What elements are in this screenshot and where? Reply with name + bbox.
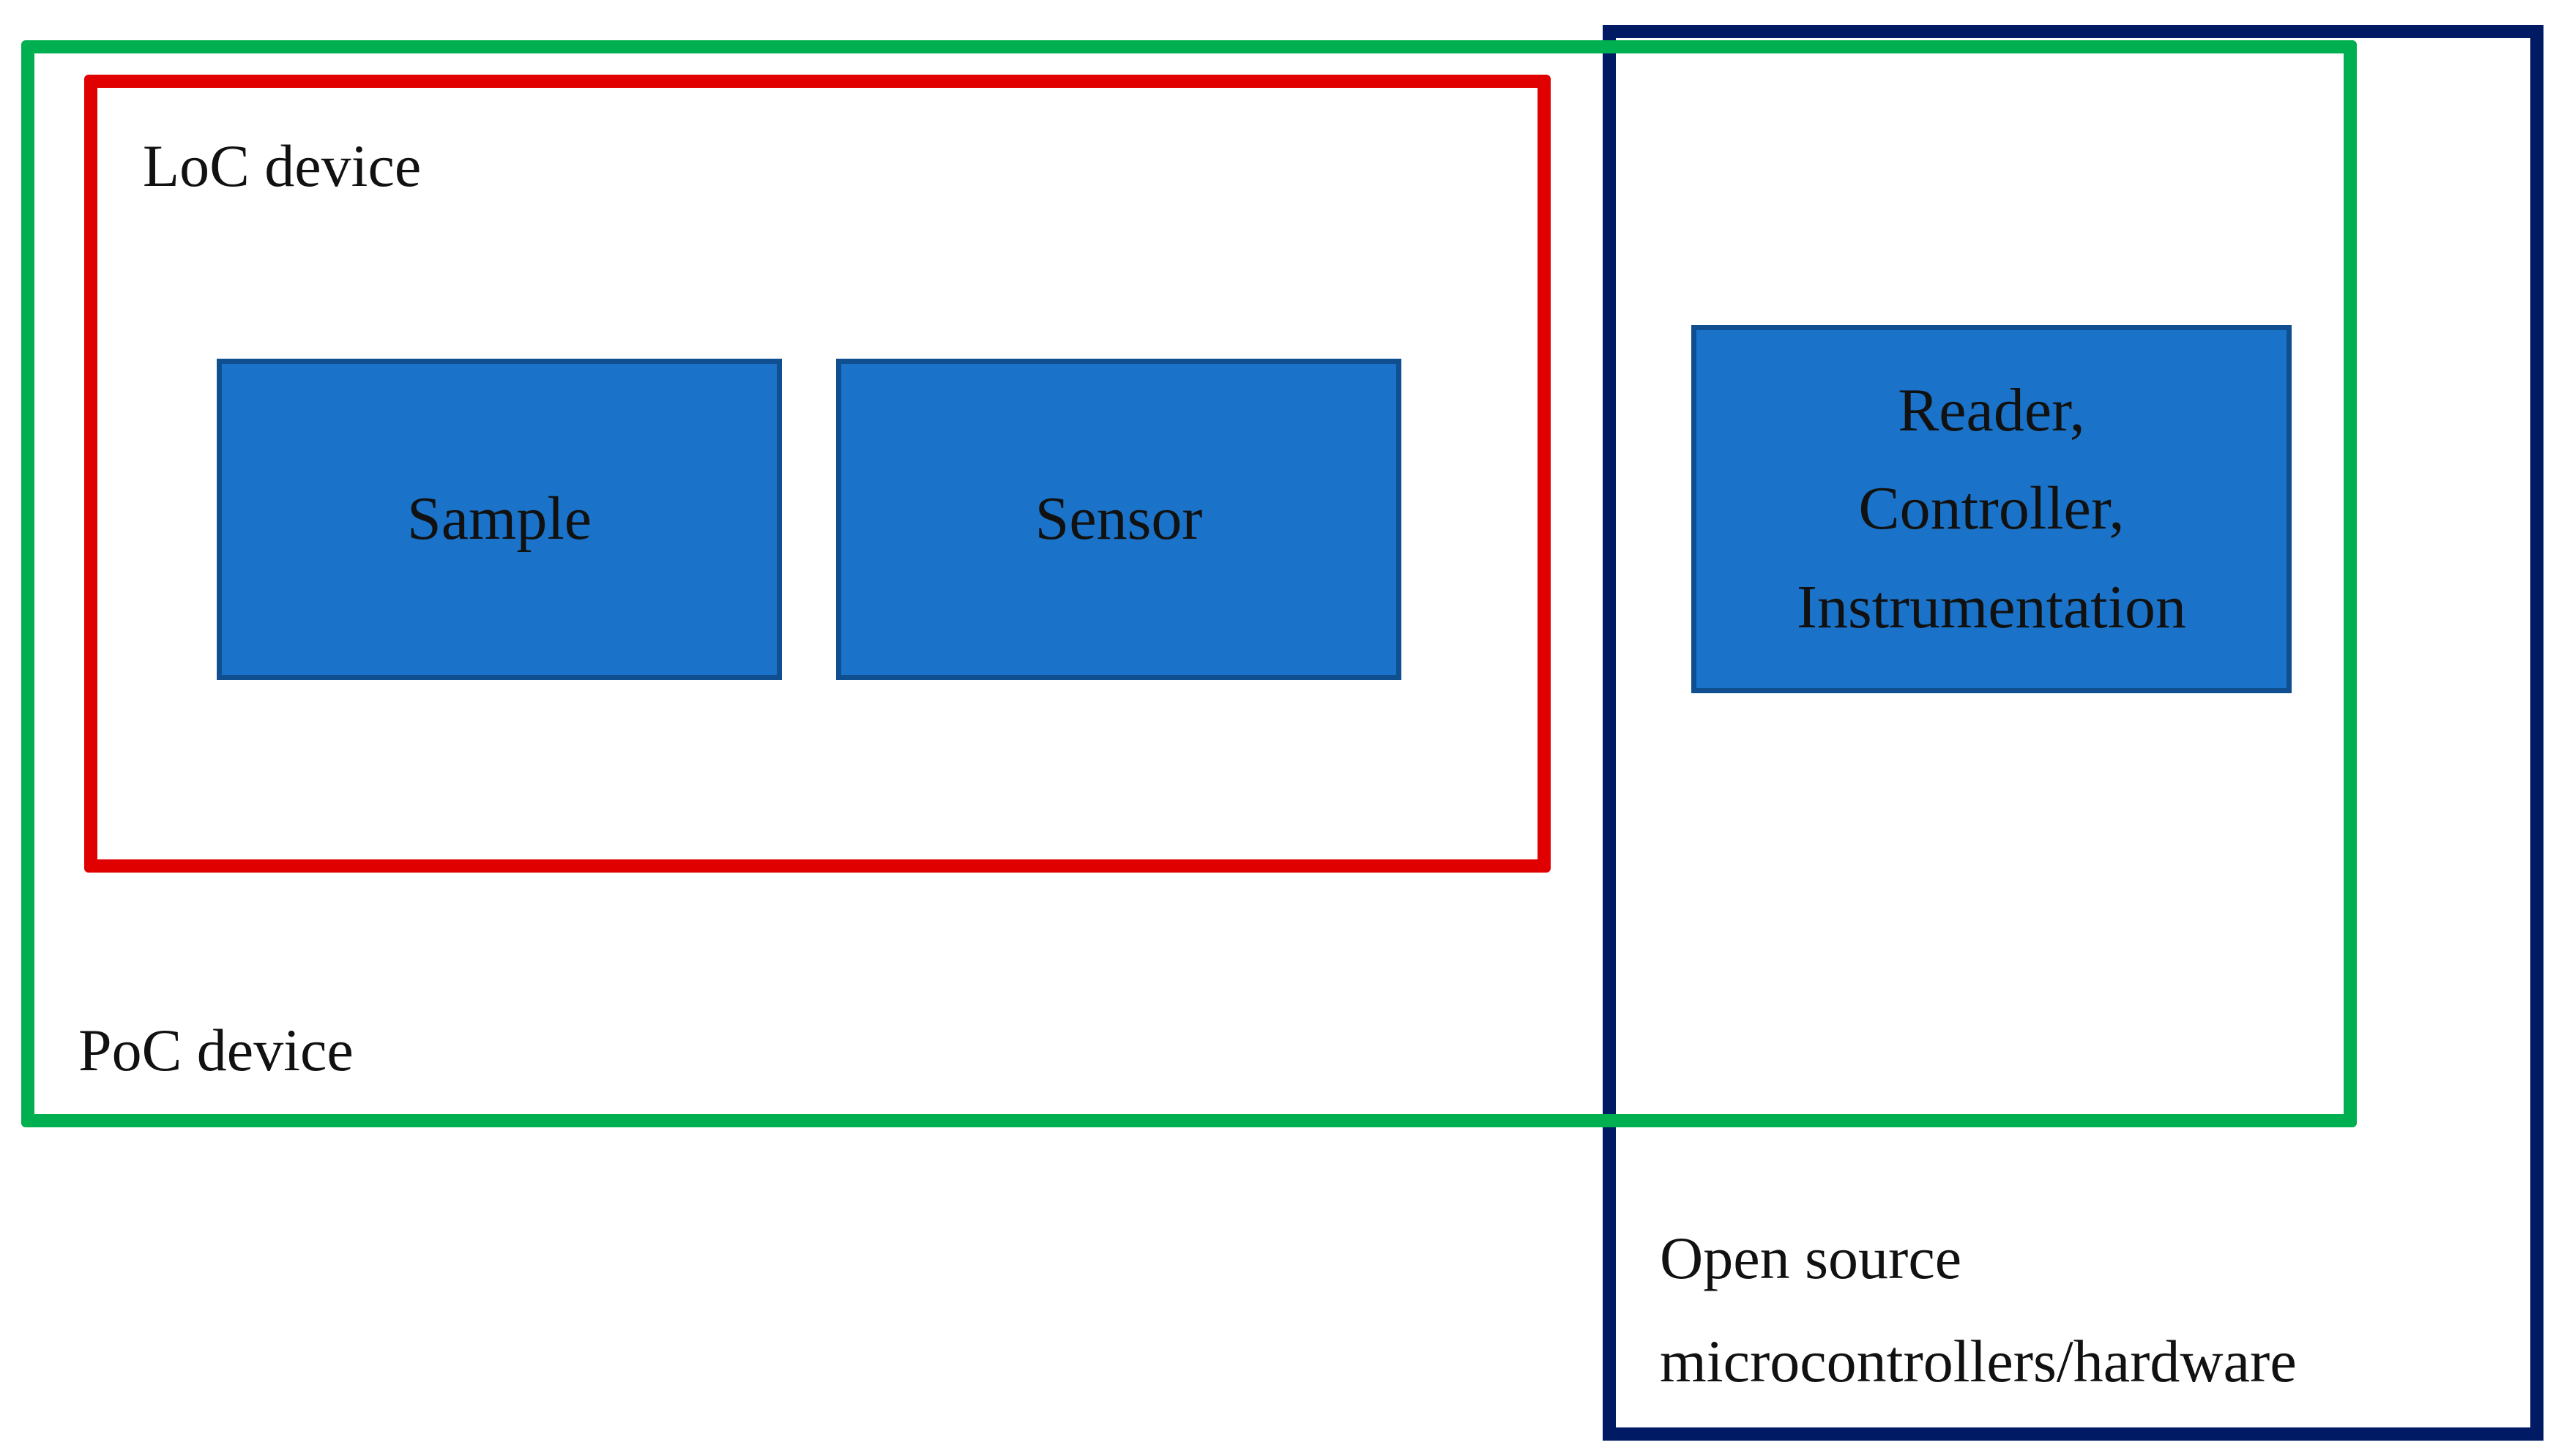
open-source-hardware-label: Open source microcontrollers/hardware xyxy=(1660,1206,2297,1413)
poc-device-frame xyxy=(21,40,2357,1127)
poc-device-label: PoC device xyxy=(78,1017,354,1083)
reader-controller-block: Reader, Controller, Instrumentation xyxy=(1691,325,2292,693)
reader-block-label-line-3: Instrumentation xyxy=(1797,572,2186,641)
open-source-label-line-1: Open source xyxy=(1660,1225,1962,1291)
sample-block: Sample xyxy=(217,359,782,680)
sensor-block-label: Sensor xyxy=(1035,485,1203,553)
sensor-block: Sensor xyxy=(836,359,1401,680)
sample-block-label: Sample xyxy=(407,485,592,553)
open-source-hardware-frame xyxy=(1603,25,2543,1441)
loc-device-frame xyxy=(84,75,1551,873)
open-source-label-line-2: microcontrollers/hardware xyxy=(1660,1328,2297,1395)
reader-block-label-line-2: Controller, xyxy=(1858,474,2125,543)
reader-block-label-line-1: Reader, xyxy=(1898,376,2085,444)
loc-device-label: LoC device xyxy=(143,132,422,199)
